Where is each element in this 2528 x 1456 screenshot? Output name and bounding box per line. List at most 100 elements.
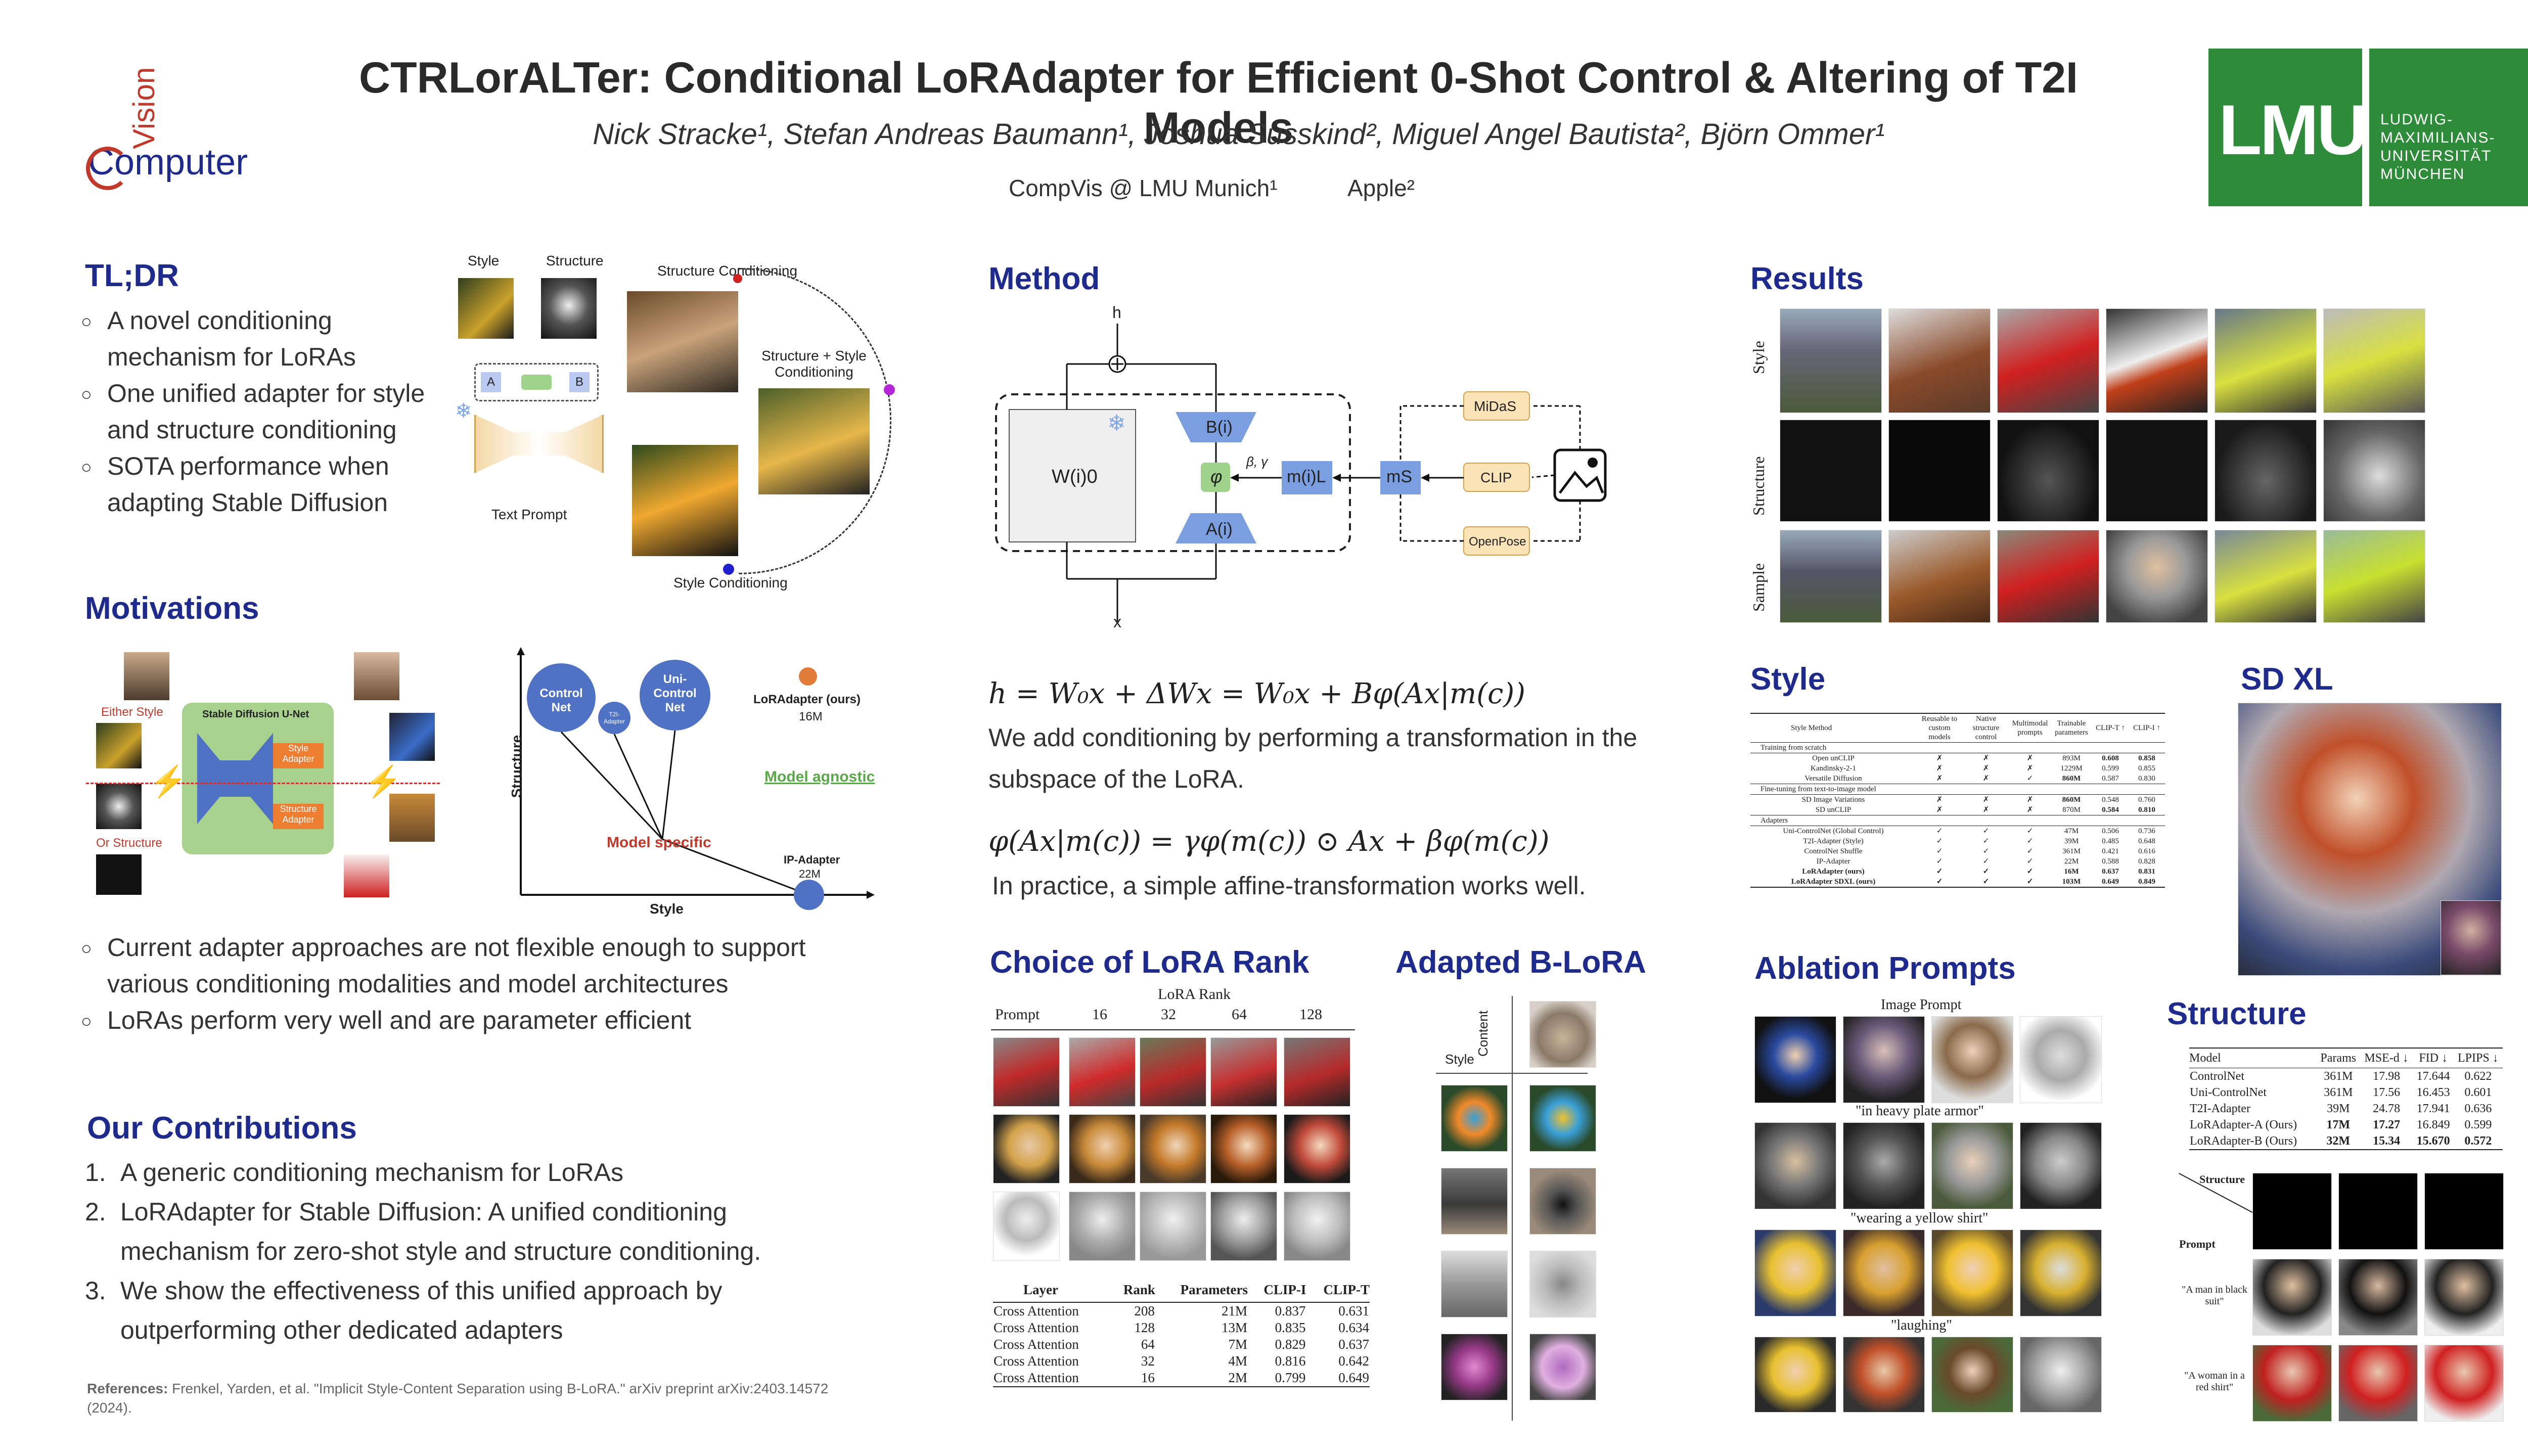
uni-control-label: Uni-Control Net [653,672,697,714]
motivation-adapter-figure: Either Style Or Structure Stable Diffusi… [86,647,440,900]
either-style-label: Either Style [101,705,163,719]
ablation-label: "wearing a yellow shirt" [1850,1210,1989,1226]
loradapter-label: LoRAdapter (ours) [753,693,861,706]
structure-th: Model [2189,1052,2221,1065]
references-label: References: [87,1381,168,1396]
ablation-img [1931,1230,2013,1316]
ablation-img [1843,1230,1925,1316]
method-equation-1: h = W₀x + ΔWx = W₀x + Bφ(Ax|m(c)) [988,677,1526,710]
blora-style-img [1441,1168,1508,1235]
rank-col: 32 [1161,1006,1176,1023]
style-th: Style Method [1791,724,1832,732]
clip-label: CLIP [1480,470,1512,485]
ablation-grid: Image Prompt "in heavy plate armor" "wea… [1754,997,2118,1413]
rank-th: CLIP-T [1323,1282,1370,1297]
divider-dashed [86,783,440,784]
results-sample-img [1997,530,2099,623]
results-style-img [1888,308,1991,413]
contributions-list: 1.A generic conditioning mechanism for L… [85,1153,843,1350]
blora-out-img [1529,1251,1596,1317]
ablation-img [1843,1337,1925,1413]
ip-adapter-label: IP-Adapter [784,853,840,866]
rank-img-car [1210,1037,1277,1107]
rank-img-portrait [1210,1114,1277,1184]
ablation-img [1754,1337,1836,1413]
contribution-item: 3.We show the effectiveness of this unif… [85,1277,723,1344]
lora-rank-label: LoRA Rank [1158,986,1231,1003]
method-beta-gamma: β, γ [1246,454,1268,469]
ablation-img [1843,1016,1925,1103]
lmu-line-3: UNIVERSITÄT [2380,148,2492,164]
t2i-label: T2I-Adapter [603,711,625,725]
rank-img-car [993,1037,1060,1107]
results-heading: Results [1750,261,1864,296]
ablation-label: Image Prompt [1881,997,1962,1013]
lmu-logo: LMU LUDWIG- MAXIMILIANS- UNIVERSITÄT MÜN… [2208,49,2528,206]
toucan-image [632,445,738,556]
snowflake-icon: ❄ [455,400,472,422]
poster-title: CTRLorALTer: Conditional LoRAdapter for … [359,54,2078,152]
tldr-item: A novel conditioning mechanism for LoRAs [81,302,465,375]
midas-label: MiDaS [1474,398,1517,414]
openpose-label: OpenPose [1469,535,1526,549]
lora-block: A B [474,363,599,401]
results-sample-img [2323,530,2425,623]
style-th: Reusable to custom models [1921,715,1958,741]
loradapter-size: 16M [799,710,823,723]
structure-figure: Structure Prompt "A man in black suit" "… [2169,1168,2513,1431]
motivations-heading: Motivations [85,591,259,626]
results-sample-img [1780,530,1882,623]
rank-img-car [1140,1037,1206,1107]
rank-img-bust [1069,1192,1136,1261]
affiliation-lmu: CompVis @ LMU Munich¹ [1009,175,1278,201]
ablation-img [1931,1337,2013,1413]
rank-th: CLIP-I [1263,1282,1306,1297]
or-structure-label: Or Structure [96,836,162,850]
blora-out-img [1529,1085,1596,1152]
group-label: Adapters [1750,815,2165,826]
results-style-img [2323,308,2425,413]
method-h: h [1112,303,1121,322]
ablation-img [2020,1016,2102,1103]
method-ms: mS [1386,467,1412,486]
prompt-fig-label: Prompt [2179,1238,2216,1250]
method-diagram: h x W(i)0 ❄ B(i) A(i) φ β, γ m(i)L mS Mi… [991,303,1623,632]
results-structure-img [1888,420,1991,522]
blora-grid: Content Style [1436,996,1618,1421]
structure-thumb-deer [541,278,597,339]
results-structure-img [2215,420,2317,522]
style-th: Multimodal prompts [2012,719,2048,737]
rank-th: Rank [1123,1282,1155,1297]
structure-th: Params [2320,1052,2357,1065]
rank-th: Parameters [1180,1282,1248,1297]
style-table: Style Method Reusable to custom models N… [1750,713,2165,888]
ablation-img [2020,1122,2102,1209]
pose-img [2424,1173,2504,1250]
blora-content-img [1529,1001,1596,1068]
prompt-1: "A man in black suit" [2182,1284,2247,1307]
contribution-item: 2.LoRAdapter for Stable Diffusion: A uni… [85,1198,761,1265]
results-row-label: Sample [1749,563,1768,612]
redshirt-img [2252,1345,2332,1422]
pose-img [2252,1173,2332,1250]
unet-shape-blue [197,733,273,824]
redshirt-img [2338,1345,2418,1422]
style-table-head: Style Method Reusable to custom models N… [1750,713,2165,743]
lmu-mark: LMU [2219,90,2368,169]
blora-style-label: Style [1445,1052,1474,1067]
structure-table: Model Params MSE-d ↓ FID ↓ LPIPS ↓ Contr… [2189,1048,2503,1150]
results-style-img [1997,308,2099,413]
prompt-2: "A woman in a red shirt" [2184,1370,2245,1393]
structure-adapter-box: Structure Adapter [273,804,324,829]
method-ml: m(i)L [1287,467,1326,486]
blora-style-img [1441,1085,1508,1152]
suit-img [2338,1259,2418,1336]
